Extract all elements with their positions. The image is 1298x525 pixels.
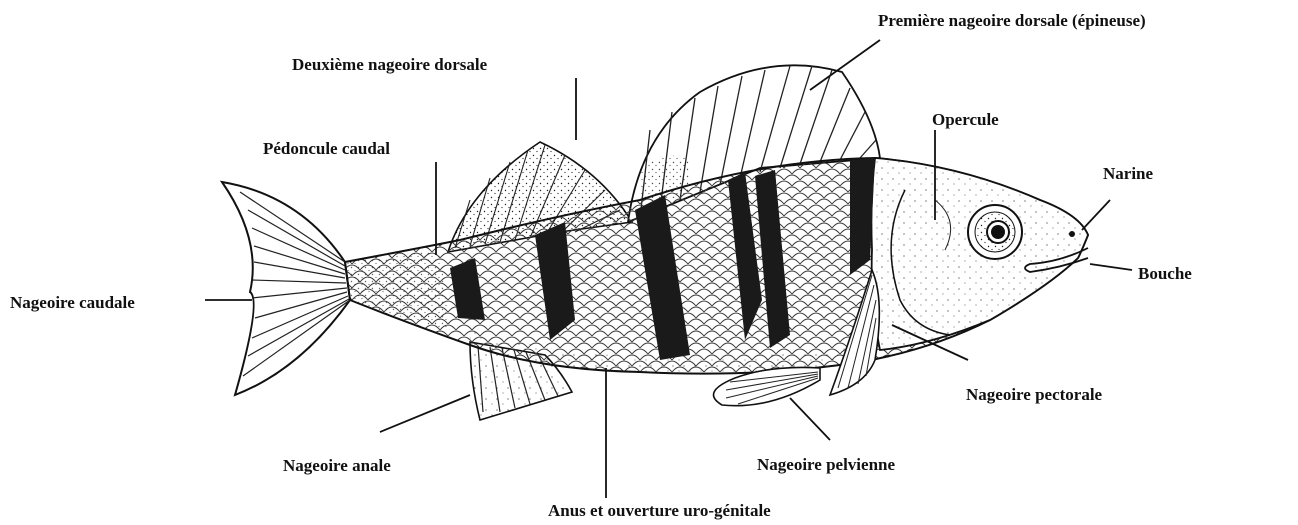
label-anus: Anus et ouverture uro-génitale [548, 502, 771, 519]
label-deuxieme-dorsale: Deuxième nageoire dorsale [292, 56, 487, 73]
label-pectorale: Nageoire pectorale [966, 386, 1102, 403]
label-caudale: Nageoire caudale [10, 294, 135, 311]
label-premiere-dorsale: Première nageoire dorsale (épineuse) [878, 12, 1146, 29]
label-opercule: Opercule [932, 111, 999, 128]
label-anale: Nageoire anale [283, 457, 391, 474]
label-narine: Narine [1103, 165, 1153, 182]
label-pedoncule: Pédoncule caudal [263, 140, 390, 157]
label-pelvienne: Nageoire pelvienne [757, 456, 895, 473]
caudal-fin [222, 182, 350, 395]
label-bouche: Bouche [1138, 265, 1192, 282]
